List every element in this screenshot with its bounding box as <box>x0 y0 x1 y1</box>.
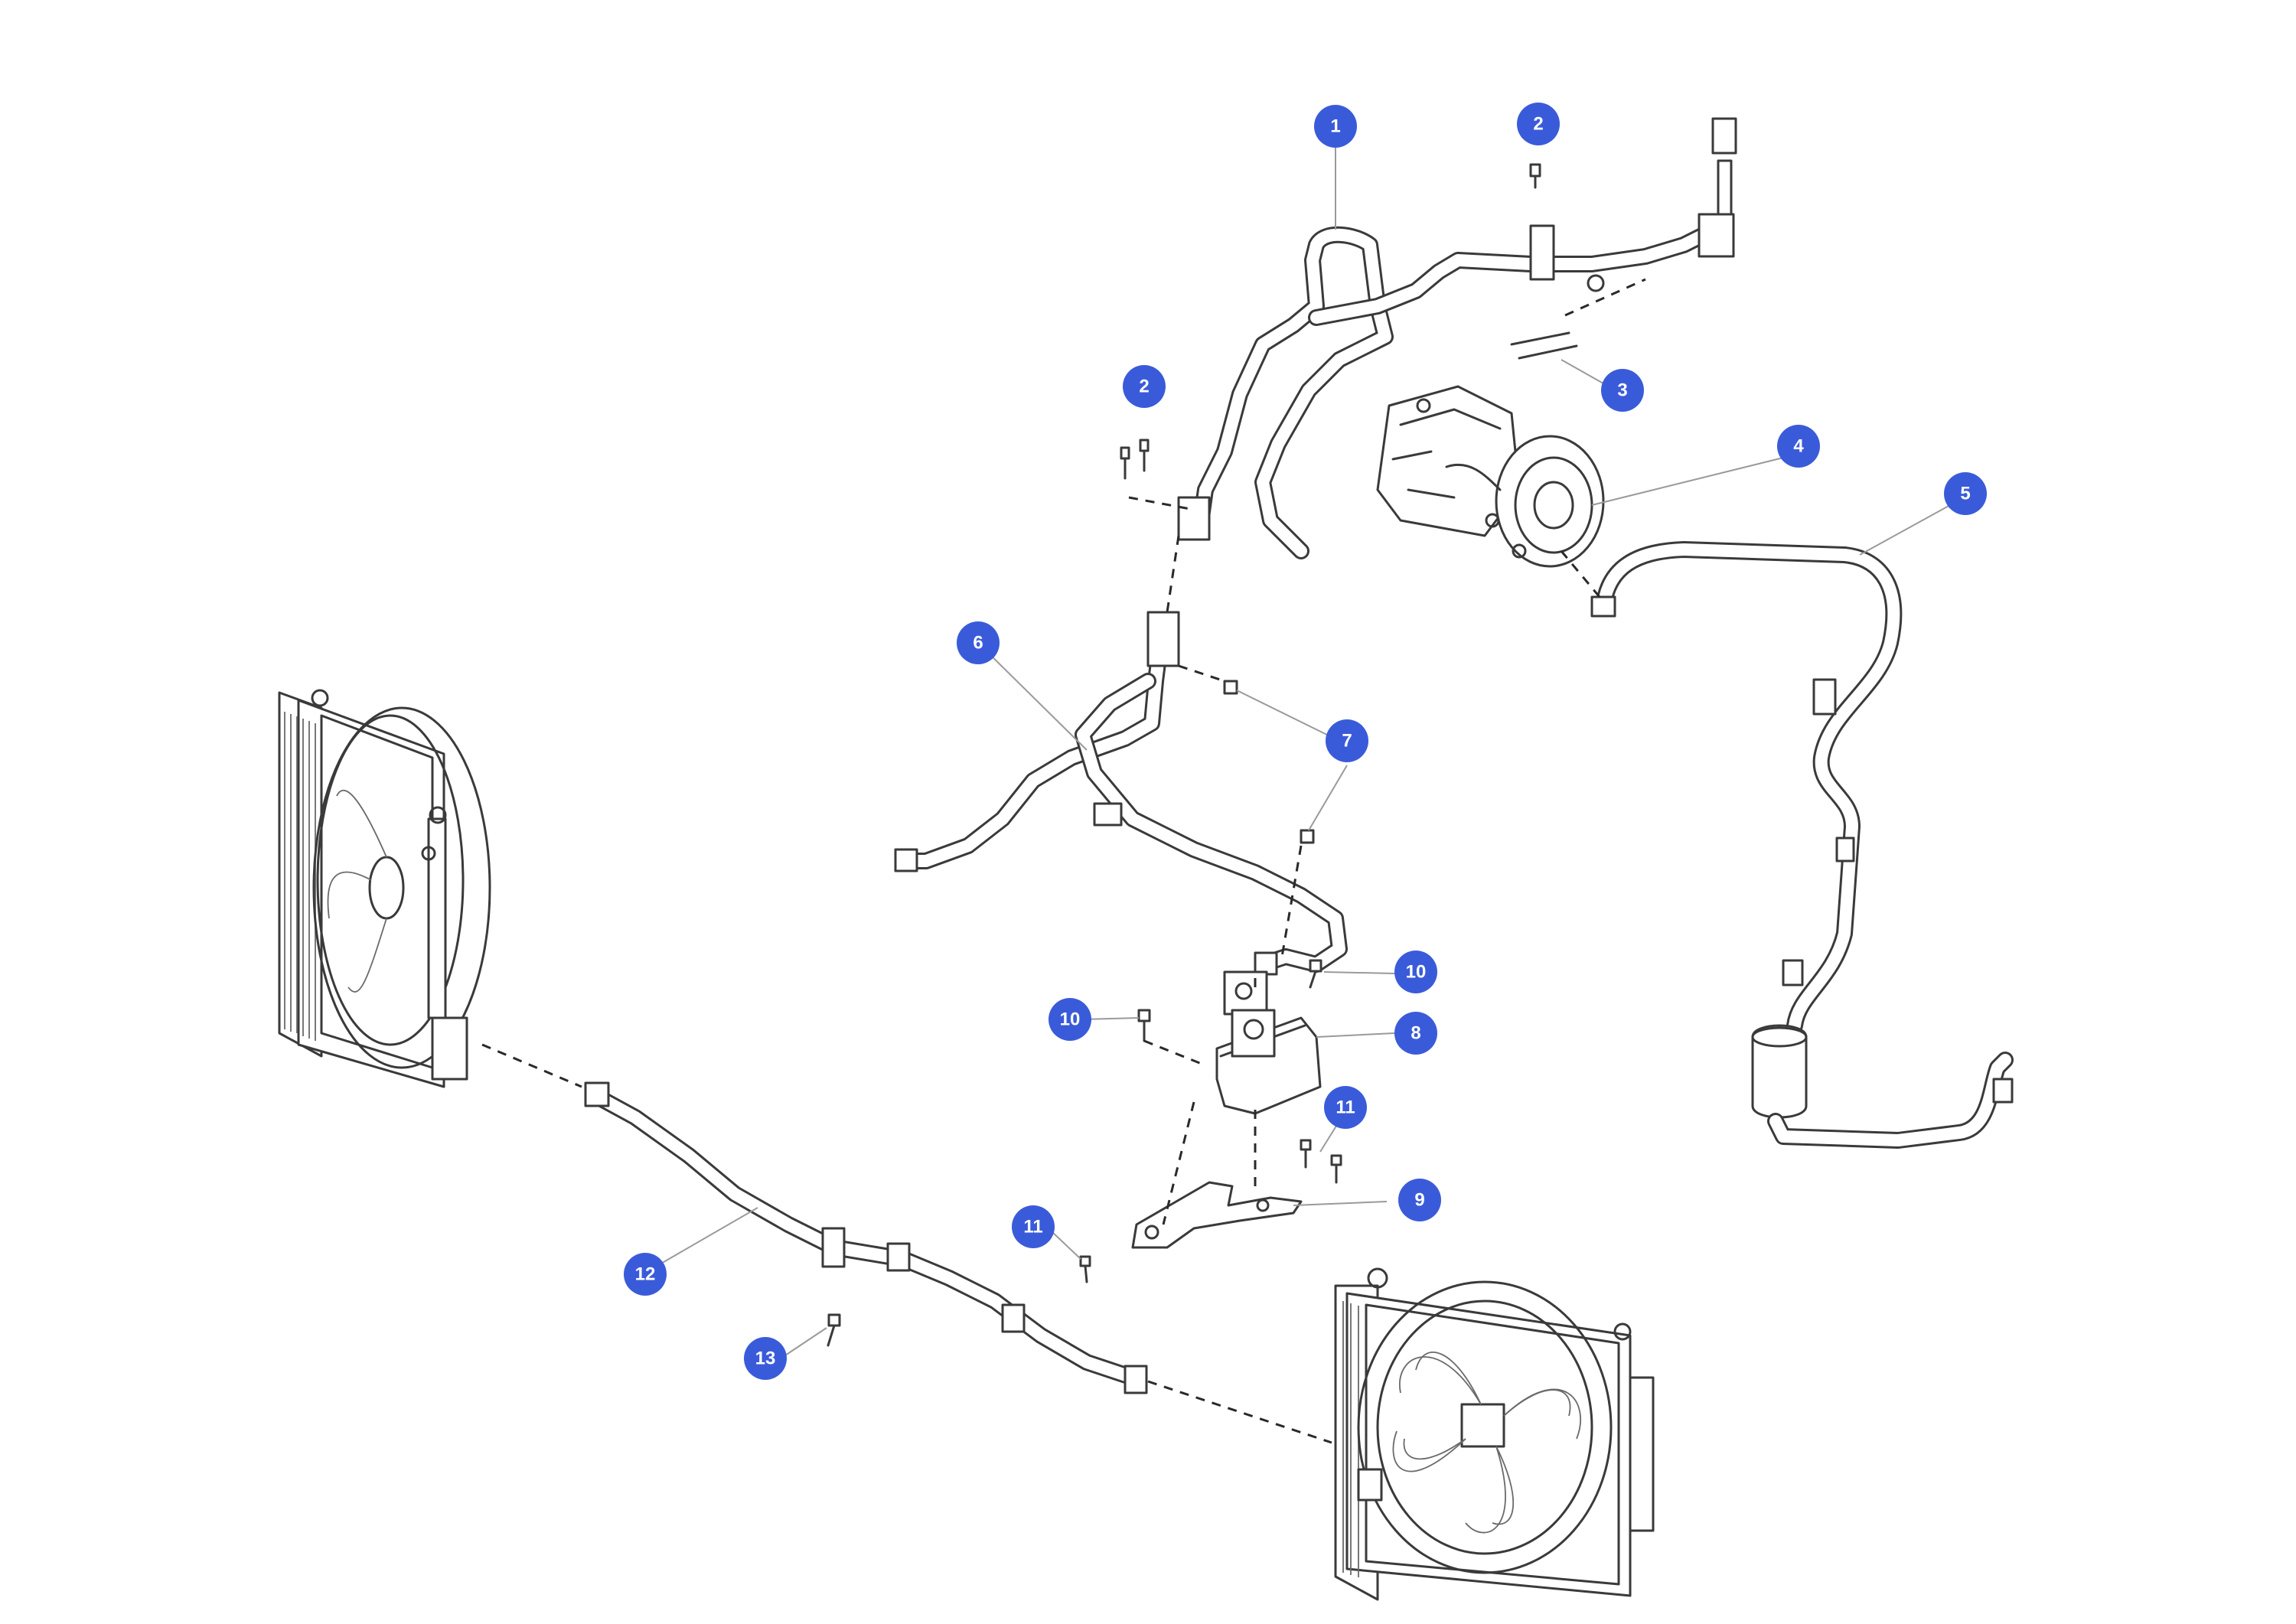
callout-10-left: 10 <box>1049 998 1091 1041</box>
callout-11-left: 11 <box>1012 1205 1055 1248</box>
callout-12: 12 <box>624 1253 667 1296</box>
callout-7-label: 7 <box>1342 731 1352 752</box>
callout-3: 3 <box>1601 369 1644 412</box>
fasteners <box>827 163 1578 1347</box>
stud-3b <box>1518 344 1578 360</box>
callout-9-label: 9 <box>1414 1190 1424 1211</box>
callout-10-left-label: 10 <box>1060 1009 1081 1030</box>
callout-4: 4 <box>1777 425 1820 468</box>
callout-4-label: 4 <box>1793 436 1804 457</box>
callout-1: 1 <box>1314 105 1357 148</box>
bolt-10-left <box>1137 1009 1151 1042</box>
callout-12-label: 12 <box>635 1264 656 1285</box>
callout-2-left-label: 2 <box>1139 377 1149 397</box>
callout-2-left: 2 <box>1123 365 1166 408</box>
bolt-11-c <box>1079 1255 1091 1283</box>
compressor <box>1376 385 1605 568</box>
callout-11-right: 11 <box>1324 1086 1367 1129</box>
callout-10-right: 10 <box>1394 951 1437 993</box>
callout-6-label: 6 <box>973 633 983 654</box>
nut-7b <box>1300 829 1315 844</box>
callout-6: 6 <box>957 621 1000 664</box>
bolt-11-a <box>1300 1139 1312 1169</box>
callout-5-label: 5 <box>1960 484 1970 504</box>
callout-13: 13 <box>744 1337 787 1380</box>
callout-5: 5 <box>1944 472 1987 515</box>
callout-2-top-label: 2 <box>1533 114 1543 135</box>
condenser-fan-assembly-left <box>278 689 491 1088</box>
callout-8: 8 <box>1394 1012 1437 1055</box>
callout-3-label: 3 <box>1617 380 1627 401</box>
callout-11-left-label: 11 <box>1023 1217 1042 1238</box>
callout-11-right-label: 11 <box>1336 1097 1355 1118</box>
callout-9: 9 <box>1398 1179 1441 1221</box>
callout-7: 7 <box>1326 719 1368 762</box>
hose-assembly-middle <box>894 611 1348 976</box>
nut-7a <box>1223 680 1238 695</box>
bolt-10-right <box>1309 959 1322 989</box>
bracket <box>1131 1181 1303 1249</box>
callout-13-label: 13 <box>755 1348 776 1369</box>
assembly-dashed-lines <box>481 278 1646 1444</box>
bolt-2-left-b <box>1139 439 1150 472</box>
bolt-2-top <box>1529 163 1541 189</box>
hose-assembly-upper <box>1177 117 1737 559</box>
callout-10-right-label: 10 <box>1406 962 1427 983</box>
stud-3a <box>1510 331 1570 346</box>
callout-1-label: 1 <box>1330 116 1340 137</box>
callout-8-label: 8 <box>1411 1023 1420 1044</box>
liquid-line-hose <box>584 1081 1148 1394</box>
callout-2-top: 2 <box>1517 103 1560 145</box>
suction-hose-receiver-drier <box>1590 541 2014 1149</box>
bolt-11-b <box>1330 1154 1342 1184</box>
bolt-2-left-a <box>1120 446 1130 480</box>
expansion-valve <box>1215 970 1322 1115</box>
condenser-fan-assembly-right <box>1334 1267 1655 1601</box>
bolt-13 <box>827 1313 841 1347</box>
